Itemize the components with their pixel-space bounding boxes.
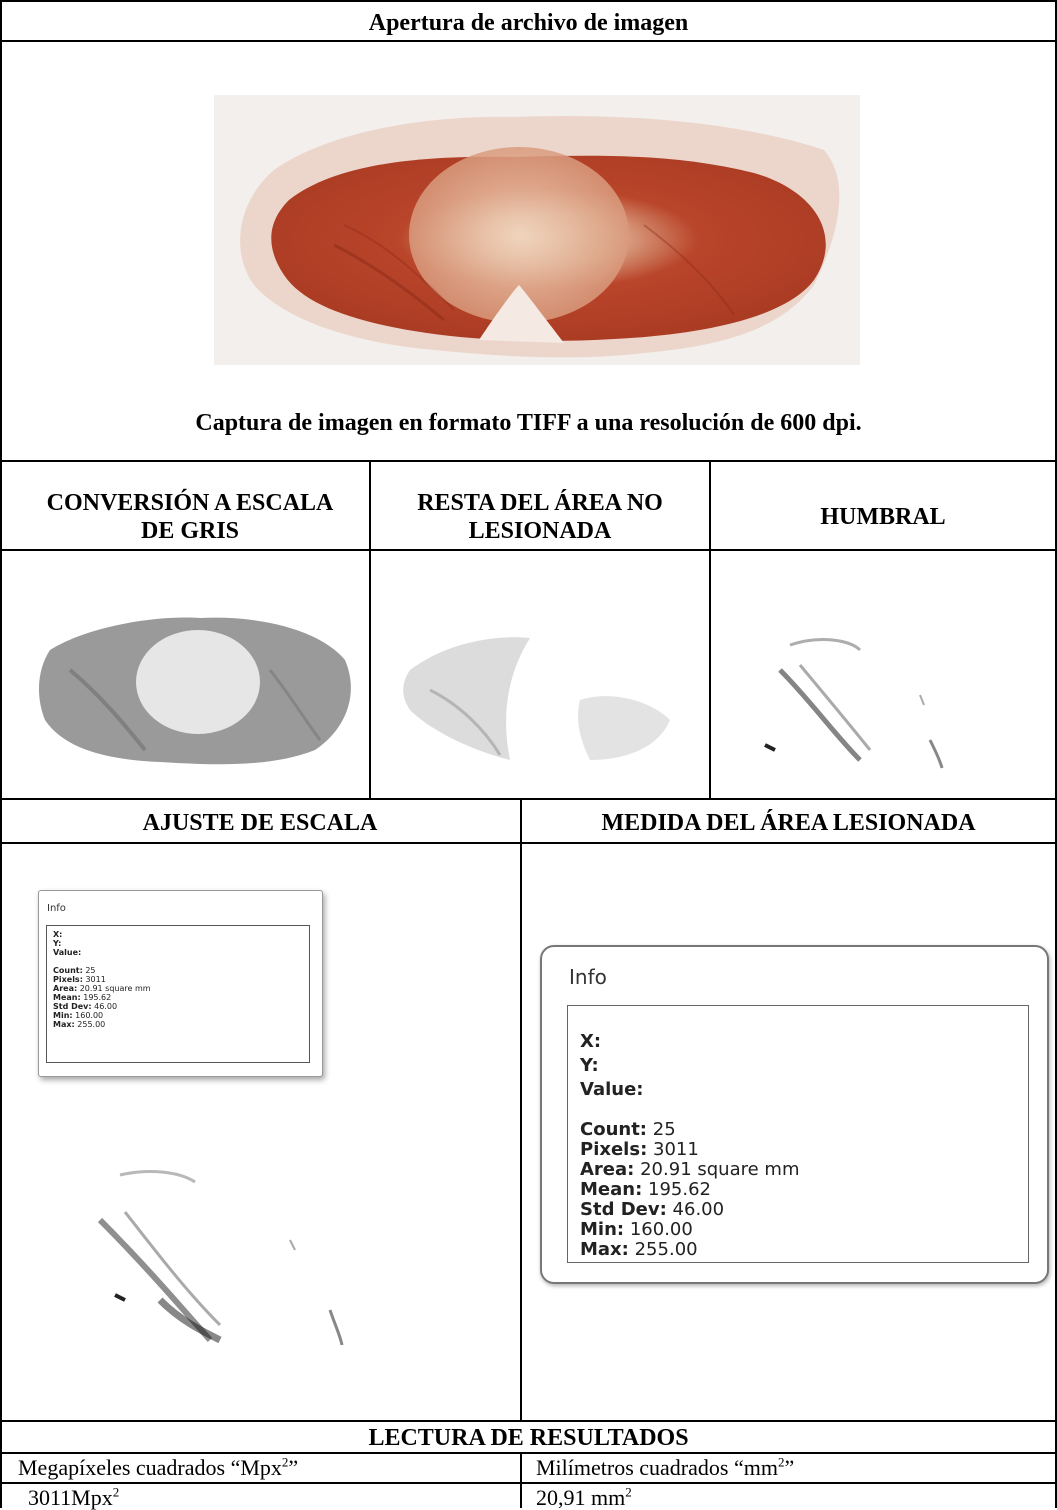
tissue-photo <box>214 95 860 365</box>
grayscale-image <box>30 600 360 770</box>
results-header-mm: Milímetros cuadrados “mm2” <box>536 1456 794 1480</box>
info-panel-small: Info X: Y: Value: Count: 25 Pixels: 3011… <box>38 890 323 1077</box>
section-measure-header: MEDIDA DEL ÁREA LESIONADA <box>522 810 1055 836</box>
divider-step-1 <box>369 460 371 800</box>
results-header-mpx: Megapíxeles cuadrados “Mpx2” <box>18 1456 298 1480</box>
step-threshold-header: HUMBRAL <box>711 482 1055 552</box>
rule-under-results-title <box>0 1452 1057 1454</box>
divider-section <box>520 798 522 1422</box>
rule-under-step-images <box>0 798 1057 800</box>
results-value-mm: 20,91 mm2 <box>536 1486 632 1510</box>
table-border-top <box>0 0 1057 2</box>
rule-above-results <box>0 1420 1057 1422</box>
rule-under-section-headers <box>0 842 1057 844</box>
results-title: LECTURA DE RESULTADOS <box>0 1425 1057 1451</box>
rule-under-results-headers <box>0 1482 1057 1484</box>
subtracted-image <box>390 610 690 770</box>
info-panel-large: Info X: Y: Value: Count: 25 Pixels: 3011… <box>540 945 1049 1284</box>
rule-under-caption <box>0 460 1057 462</box>
divider-results <box>520 1452 522 1508</box>
info-panel-large-title: Info <box>569 965 607 989</box>
info-panel-small-title: Info <box>47 903 66 914</box>
step-grayscale-header: CONVERSIÓN A ESCALA DE GRIS <box>40 482 340 552</box>
results-value-mpx: 3011Mpx2 <box>28 1486 119 1510</box>
rule-under-title <box>0 40 1057 42</box>
section-scale-header: AJUSTE DE ESCALA <box>0 810 520 836</box>
table-border-left <box>0 0 2 1508</box>
page-title: Apertura de archivo de imagen <box>0 10 1057 36</box>
image-caption: Captura de imagen en formato TIFF a una … <box>0 410 1057 436</box>
threshold-image <box>730 610 1040 780</box>
step-subtract-header: RESTA DEL ÁREA NO LESIONADA <box>381 482 699 552</box>
scaled-threshold-image <box>40 1150 420 1375</box>
